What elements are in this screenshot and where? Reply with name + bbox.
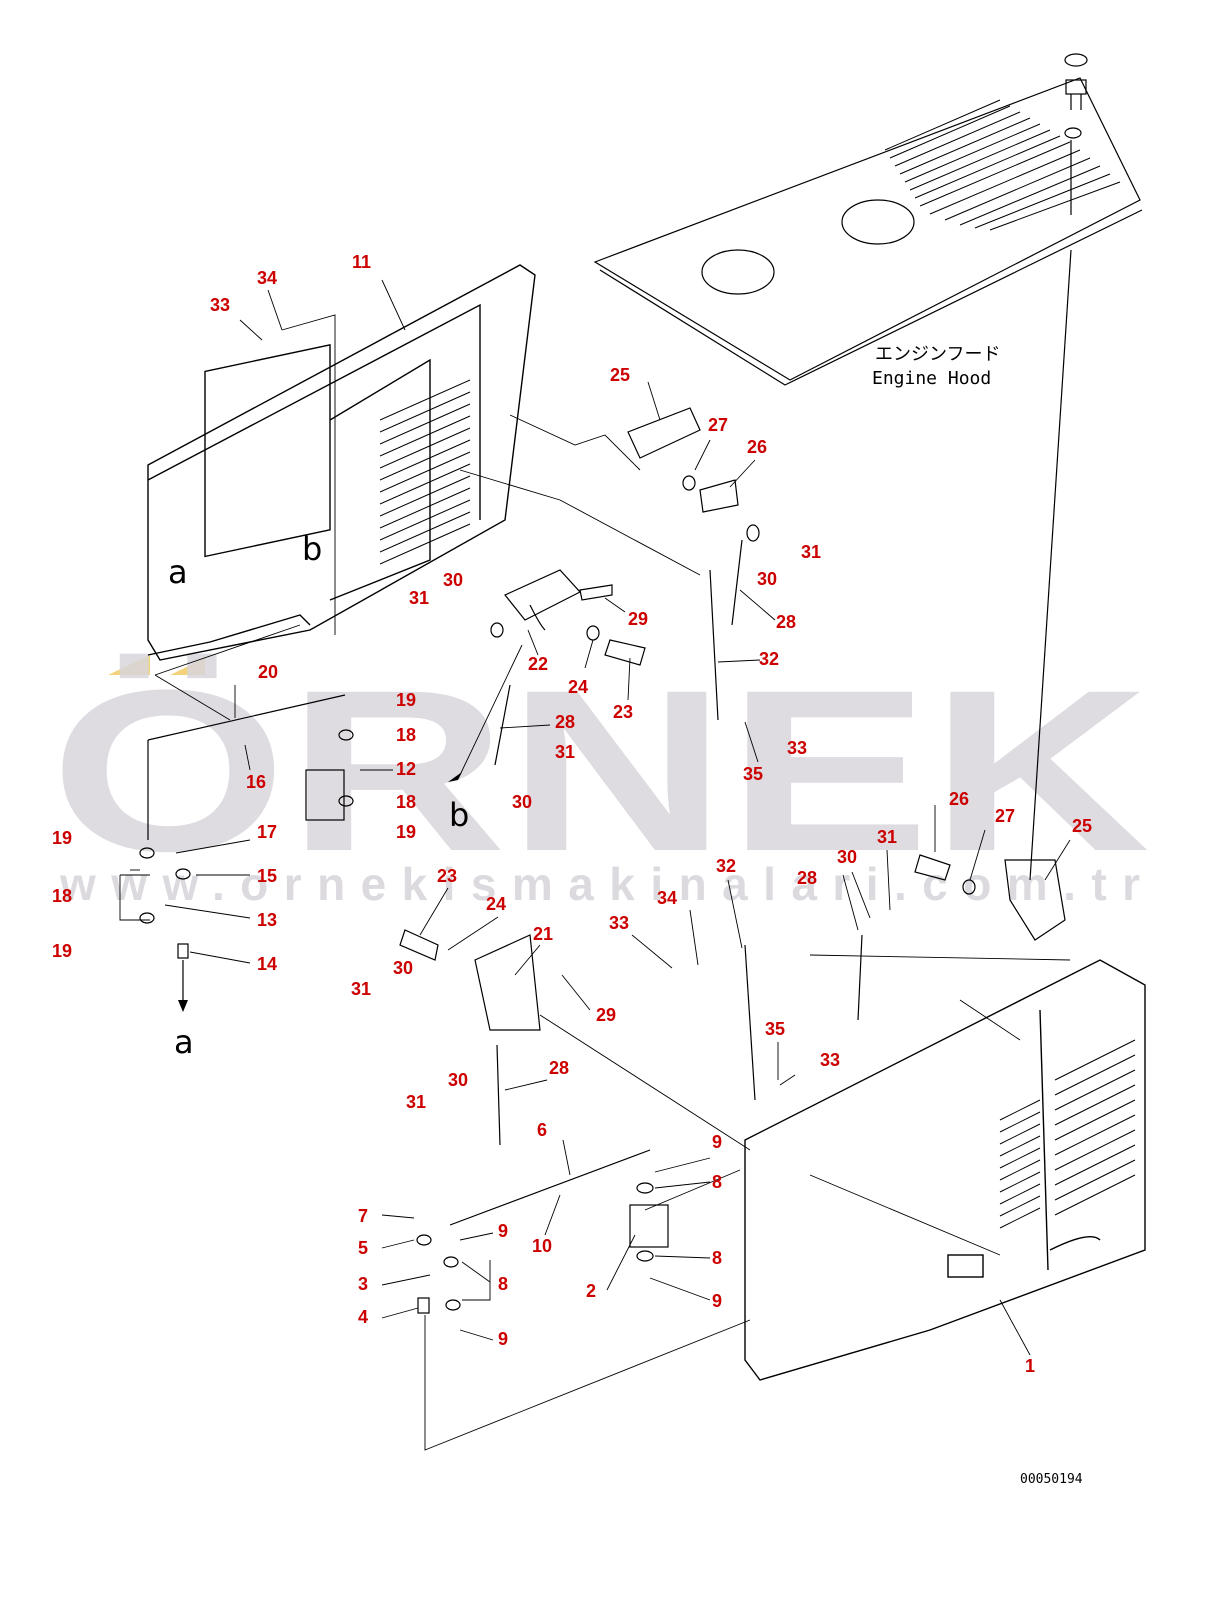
watermark: ÖRNEK www.ornekismakinalari.com.tr — [50, 642, 1150, 910]
callout-16: 16 — [246, 772, 266, 792]
hood-bolt-assembly — [1029, 53, 1088, 881]
callout-33b: 33 — [787, 738, 807, 758]
callout-14: 14 — [257, 954, 277, 974]
watermark-accent — [108, 655, 150, 675]
callout-19b: 19 — [396, 822, 416, 842]
ref-letter-a-door: a — [168, 553, 188, 591]
callout-25a: 25 — [610, 365, 630, 385]
callout-3: 3 — [358, 1274, 368, 1294]
callout-31f: 31 — [406, 1092, 426, 1112]
hinge-upper — [627, 407, 701, 459]
drawing-number: 00050194 — [1020, 1472, 1083, 1487]
callout-30e: 30 — [393, 958, 413, 978]
arrow-a-head — [178, 1000, 188, 1012]
left-door-panel — [147, 264, 536, 661]
callout-30d: 30 — [837, 847, 857, 867]
hinge-22 — [504, 569, 581, 621]
callout-33d: 33 — [820, 1050, 840, 1070]
callout-19a: 19 — [396, 690, 416, 710]
callout-24a: 24 — [568, 677, 588, 697]
left-door-louvers — [379, 379, 471, 565]
callout-19d: 19 — [52, 941, 72, 961]
hinge-right — [1004, 859, 1066, 941]
callout-10: 10 — [532, 1236, 552, 1256]
callout-30b: 30 — [757, 569, 777, 589]
callout-29b: 29 — [596, 1005, 616, 1025]
callout-8a: 8 — [712, 1172, 722, 1192]
callout-11: 11 — [352, 252, 371, 272]
callout-30c: 30 — [512, 792, 532, 812]
callout-8c: 8 — [498, 1274, 508, 1294]
ref-letter-b-middle: b — [449, 796, 469, 834]
ref-letter-b-door: b — [302, 530, 322, 568]
ref-letter-a-bottom: a — [174, 1023, 194, 1061]
right-door-louvers — [999, 1039, 1136, 1229]
callout-13: 13 — [257, 910, 277, 930]
callout-21: 21 — [533, 924, 553, 944]
callout-2: 2 — [586, 1281, 596, 1301]
callout-32a: 32 — [759, 649, 779, 669]
callout-9a: 9 — [712, 1132, 722, 1152]
callout-29a: 29 — [628, 609, 648, 629]
callout-27a: 27 — [708, 415, 728, 435]
callout-7: 7 — [358, 1206, 368, 1226]
callout-23a: 23 — [613, 702, 633, 722]
callout-8b: 8 — [712, 1248, 722, 1268]
callout-23b: 23 — [437, 866, 457, 886]
callout-31a: 31 — [409, 588, 429, 608]
hood-label-english: Engine Hood — [872, 368, 991, 389]
callout-32b: 32 — [716, 856, 736, 876]
callout-34a: 34 — [257, 268, 277, 288]
callout-24b: 24 — [486, 894, 506, 914]
callout-18c: 18 — [52, 886, 72, 906]
callout-20: 20 — [258, 662, 278, 682]
callout-18a: 18 — [396, 725, 416, 745]
callout-31b: 31 — [801, 542, 821, 562]
callout-35b: 35 — [765, 1019, 785, 1039]
callout-30a: 30 — [443, 570, 463, 590]
callout-9c: 9 — [498, 1221, 508, 1241]
callout-6: 6 — [537, 1120, 547, 1140]
callout-31d: 31 — [877, 827, 897, 847]
callout-4: 4 — [358, 1307, 368, 1327]
watermark-accent-2 — [170, 658, 205, 675]
right-door-panel — [744, 959, 1146, 1381]
callout-28a: 28 — [776, 612, 796, 632]
arrow-b-head — [448, 772, 462, 782]
hood-vent-slots — [884, 99, 1121, 231]
callout-33a: 33 — [210, 295, 230, 315]
callout-19c: 19 — [52, 828, 72, 848]
callout-18b: 18 — [396, 792, 416, 812]
watermark-brand: ÖRNEK — [50, 642, 1150, 899]
callout-leaders — [119, 279, 1071, 1356]
callout-1: 1 — [1025, 1356, 1035, 1376]
callout-30f: 30 — [448, 1070, 468, 1090]
callout-5: 5 — [358, 1238, 368, 1258]
hardware-parts — [139, 407, 1066, 1314]
callout-9b: 9 — [712, 1291, 722, 1311]
callout-28c: 28 — [797, 868, 817, 888]
callout-26a: 26 — [747, 437, 767, 457]
callout-34b: 34 — [657, 888, 677, 908]
callout-35a: 35 — [743, 764, 763, 784]
callouts: 1 2 3 4 5 6 7 8 8 8 9 9 9 9 10 11 12 13 … — [52, 252, 1092, 1376]
engine-hood-panel — [593, 77, 1143, 386]
callout-15: 15 — [257, 866, 277, 886]
callout-28d: 28 — [549, 1058, 569, 1078]
callout-25b: 25 — [1072, 816, 1092, 836]
callout-33c: 33 — [609, 913, 629, 933]
callout-28b: 28 — [555, 712, 575, 732]
callout-27b: 27 — [995, 806, 1015, 826]
callout-17: 17 — [257, 822, 277, 842]
callout-26b: 26 — [949, 789, 969, 809]
callout-31e: 31 — [351, 979, 371, 999]
callout-12: 12 — [396, 759, 416, 779]
hinge-21 — [474, 934, 541, 1031]
callout-9d: 9 — [498, 1329, 508, 1349]
callout-22: 22 — [528, 654, 548, 674]
hood-label-japanese: エンジンフード — [875, 344, 1000, 365]
callout-31c: 31 — [555, 742, 575, 762]
